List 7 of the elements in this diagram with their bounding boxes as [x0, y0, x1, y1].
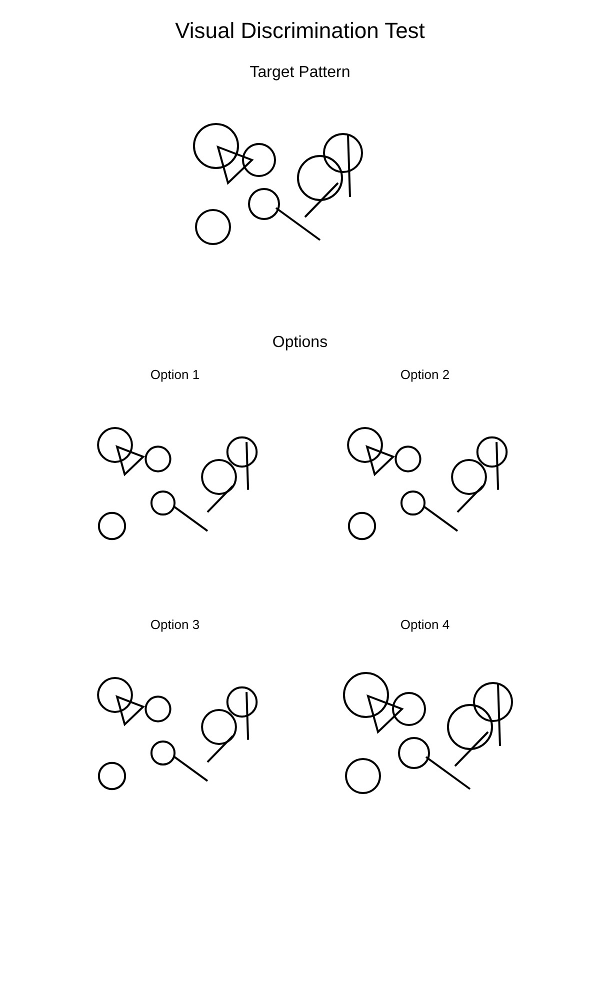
option-label: Option 1: [150, 367, 200, 382]
diagram-title: Visual Discrimination Test: [175, 18, 425, 44]
section-heading: Options: [272, 334, 328, 352]
option-label: Option 2: [400, 367, 450, 382]
section-heading: Target Pattern: [250, 64, 350, 82]
option-label: Option 3: [150, 617, 200, 632]
option-label: Option 4: [400, 617, 450, 632]
